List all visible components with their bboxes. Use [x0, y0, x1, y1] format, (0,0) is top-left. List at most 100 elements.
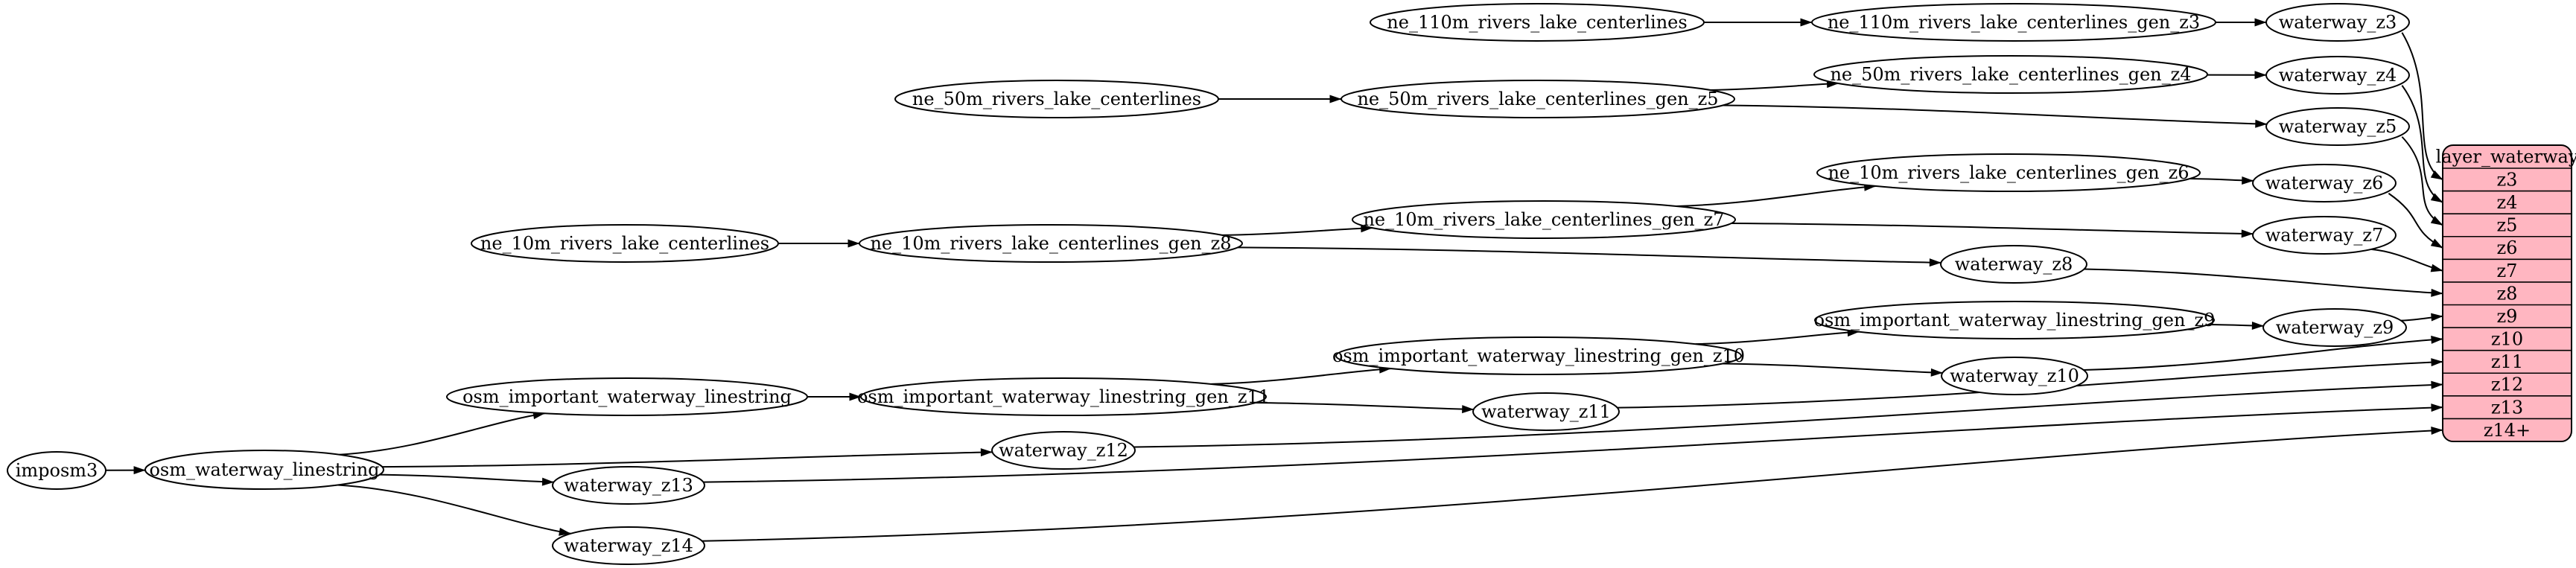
- edge-osm_waterway_linestring-to-waterway_z12: [382, 448, 993, 468]
- node-shape-imposm3: [7, 451, 106, 490]
- node-label-waterway_z11: waterway_z11: [1481, 401, 1611, 422]
- node-waterway_z14: waterway_z14: [552, 526, 705, 565]
- node-shape-osm_important_waterway_linestring: [446, 377, 808, 416]
- edge-waterway_z9-to-layer_waterway-z9: [2401, 313, 2443, 322]
- node-label-ne_110m_rivers_lake_centerlines_gen_z3: ne_110m_rivers_lake_centerlines_gen_z3: [1828, 12, 2200, 33]
- edge-ne_10m_rivers_lake_centerlines_gen_z7-to-ne_10m_rivers_lake_centerlines_gen_z6: [1676, 182, 1877, 207]
- node-label-waterway_z14: waterway_z14: [564, 535, 693, 556]
- node-shape-ne_10m_rivers_lake_centerlines_gen_z6: [1816, 153, 2201, 192]
- node-waterway_z8: waterway_z8: [1940, 245, 2087, 284]
- node-label-waterway_z6: waterway_z6: [2265, 173, 2384, 194]
- node-label-ne_10m_rivers_lake_centerlines: ne_10m_rivers_lake_centerlines: [480, 233, 769, 254]
- node-label-waterway_z4: waterway_z4: [2279, 65, 2397, 86]
- node-ne_50m_rivers_lake_centerlines_gen_z5: ne_50m_rivers_lake_centerlines_gen_z5: [1341, 80, 1735, 118]
- node-waterway_z9: waterway_z9: [2262, 308, 2407, 347]
- layer-waterway-row-z3: z3: [2497, 169, 2518, 190]
- node-shape-waterway_z9: [2262, 308, 2407, 347]
- edge-osm_important_waterway_linestring_gen_z10-to-osm_important_waterway_linestring_gen_z9: [1695, 328, 1860, 345]
- node-label-waterway_z5: waterway_z5: [2279, 116, 2397, 137]
- layer-waterway-row-z9: z9: [2497, 306, 2518, 327]
- node-ne_10m_rivers_lake_centerlines_gen_z8: ne_10m_rivers_lake_centerlines_gen_z8: [859, 224, 1243, 263]
- node-label-waterway_z7: waterway_z7: [2265, 225, 2384, 246]
- node-shape-waterway_z13: [552, 466, 705, 505]
- node-label-osm_important_waterway_linestring_gen_z11: osm_important_waterway_linestring_gen_z1…: [857, 386, 1270, 407]
- layer-waterway-node: layer_waterwayz3z4z5z6z7z8z9z10z11z12z13…: [2436, 144, 2576, 442]
- node-shape-ne_50m_rivers_lake_centerlines: [894, 80, 1219, 118]
- layer-waterway-row-z7: z7: [2497, 261, 2518, 281]
- node-ne_50m_rivers_lake_centerlines: ne_50m_rivers_lake_centerlines: [894, 80, 1219, 118]
- node-waterway_z3: waterway_z3: [2265, 3, 2410, 42]
- node-ne_10m_rivers_lake_centerlines: ne_10m_rivers_lake_centerlines: [471, 224, 779, 263]
- edge-ne_10m_rivers_lake_centerlines_gen_z7-to-waterway_z7: [1731, 223, 2254, 238]
- edge-osm_waterway_linestring-to-waterway_z14: [337, 484, 571, 536]
- layer-waterway-row-z8: z8: [2497, 283, 2518, 304]
- node-shape-waterway_z11: [1472, 392, 1620, 431]
- node-shape-waterway_z3: [2265, 3, 2410, 42]
- node-shape-waterway_z4: [2265, 56, 2410, 95]
- node-label-osm_waterway_linestring: osm_waterway_linestring: [149, 459, 379, 480]
- edge-waterway_z13-to-layer_waterway-z13: [703, 403, 2443, 483]
- node-label-ne_110m_rivers_lake_centerlines: ne_110m_rivers_lake_centerlines: [1387, 12, 1687, 33]
- edge-ne_10m_rivers_lake_centerlines_gen_z8-to-ne_10m_rivers_lake_centerlines_gen_z7: [1222, 224, 1373, 236]
- node-label-osm_important_waterway_linestring_gen_z9: osm_important_waterway_linestring_gen_z9: [1814, 310, 2216, 331]
- node-waterway_z13: waterway_z13: [552, 466, 705, 505]
- node-osm_important_waterway_linestring_gen_z9: osm_important_waterway_linestring_gen_z9: [1814, 301, 2216, 339]
- layer-waterway-row-z12: z12: [2491, 374, 2523, 395]
- node-shape-osm_important_waterway_linestring_gen_z10: [1335, 336, 1742, 375]
- node-waterway_z7: waterway_z7: [2252, 216, 2397, 255]
- node-ne_110m_rivers_lake_centerlines: ne_110m_rivers_lake_centerlines: [1370, 3, 1705, 42]
- node-label-ne_50m_rivers_lake_centerlines: ne_50m_rivers_lake_centerlines: [912, 89, 1201, 109]
- node-shape-osm_important_waterway_linestring_gen_z11: [860, 377, 1267, 416]
- node-shape-waterway_z12: [991, 431, 1136, 470]
- node-waterway_z4: waterway_z4: [2265, 56, 2410, 95]
- node-label-waterway_z3: waterway_z3: [2279, 12, 2397, 33]
- node-ne_110m_rivers_lake_centerlines_gen_z3: ne_110m_rivers_lake_centerlines_gen_z3: [1811, 3, 2216, 42]
- node-imposm3: imposm3: [7, 451, 106, 490]
- edge-waterway_z3-to-layer_waterway-z3: [2401, 32, 2443, 181]
- layer-waterway-row-z6: z6: [2497, 237, 2518, 258]
- edge-ne_10m_rivers_lake_centerlines_gen_z8-to-waterway_z8: [1237, 246, 1941, 267]
- node-label-osm_important_waterway_linestring_gen_z10: osm_important_waterway_linestring_gen_z1…: [1332, 345, 1745, 366]
- node-label-imposm3: imposm3: [16, 460, 98, 481]
- edge-ne_10m_rivers_lake_centerlines_gen_z6-to-waterway_z6: [2189, 176, 2254, 185]
- node-shape-waterway_z10: [1941, 357, 2088, 395]
- node-shape-ne_50m_rivers_lake_centerlines_gen_z5: [1341, 80, 1735, 118]
- node-waterway_z5: waterway_z5: [2265, 107, 2410, 146]
- node-ne_10m_rivers_lake_centerlines_gen_z7: ne_10m_rivers_lake_centerlines_gen_z7: [1352, 200, 1736, 239]
- nodes-layer: imposm3 osm_waterway_linestring osm_import…: [7, 3, 2410, 565]
- node-shape-ne_10m_rivers_lake_centerlines: [471, 224, 779, 263]
- node-shape-waterway_z14: [552, 526, 705, 565]
- node-ne_50m_rivers_lake_centerlines_gen_z4: ne_50m_rivers_lake_centerlines_gen_z4: [1813, 55, 2208, 94]
- node-shape-ne_50m_rivers_lake_centerlines_gen_z4: [1813, 55, 2208, 94]
- edge-waterway_z5-to-layer_waterway-z5: [2401, 136, 2443, 226]
- node-label-waterway_z10: waterway_z10: [1950, 366, 2079, 386]
- node-shape-osm_waterway_linestring: [144, 450, 384, 490]
- node-shape-ne_10m_rivers_lake_centerlines_gen_z8: [859, 224, 1243, 263]
- node-waterway_z6: waterway_z6: [2252, 164, 2397, 202]
- node-label-ne_10m_rivers_lake_centerlines_gen_z6: ne_10m_rivers_lake_centerlines_gen_z6: [1828, 162, 2189, 183]
- node-label-ne_50m_rivers_lake_centerlines_gen_z5: ne_50m_rivers_lake_centerlines_gen_z5: [1357, 89, 1718, 109]
- edges-layer: [105, 18, 2443, 542]
- node-label-waterway_z9: waterway_z9: [2276, 317, 2394, 338]
- edge-osm_important_waterway_linestring_gen_z9-to-waterway_z9: [2208, 321, 2264, 330]
- node-shape-ne_110m_rivers_lake_centerlines: [1370, 3, 1705, 42]
- edge-waterway_z7-to-layer_waterway-z7: [2370, 248, 2443, 272]
- edge-waterway_z14-to-layer_waterway-z14plus: [702, 426, 2443, 542]
- node-osm_waterway_linestring: osm_waterway_linestring: [144, 450, 384, 490]
- node-shape-ne_110m_rivers_lake_centerlines_gen_z3: [1811, 3, 2216, 42]
- layer-waterway-box: [2442, 144, 2572, 442]
- node-shape-waterway_z6: [2252, 164, 2397, 202]
- edge-waterway_z4-to-layer_waterway-z4: [2401, 85, 2443, 203]
- layer-waterway-row-z4: z4: [2497, 192, 2518, 213]
- node-label-waterway_z12: waterway_z12: [999, 440, 1128, 461]
- layer-waterway-row-z13: z13: [2491, 397, 2523, 418]
- node-shape-osm_important_waterway_linestring_gen_z9: [1814, 301, 2215, 339]
- edge-osm_waterway_linestring-to-osm_important_waterway_linestring: [339, 411, 545, 456]
- node-osm_important_waterway_linestring_gen_z10: osm_important_waterway_linestring_gen_z1…: [1332, 336, 1745, 375]
- edge-waterway_z12-to-layer_waterway-z12: [1133, 380, 2443, 448]
- layer-waterway-row-z10: z10: [2491, 329, 2523, 350]
- node-shape-ne_10m_rivers_lake_centerlines_gen_z7: [1352, 200, 1736, 239]
- node-waterway_z11: waterway_z11: [1472, 392, 1620, 431]
